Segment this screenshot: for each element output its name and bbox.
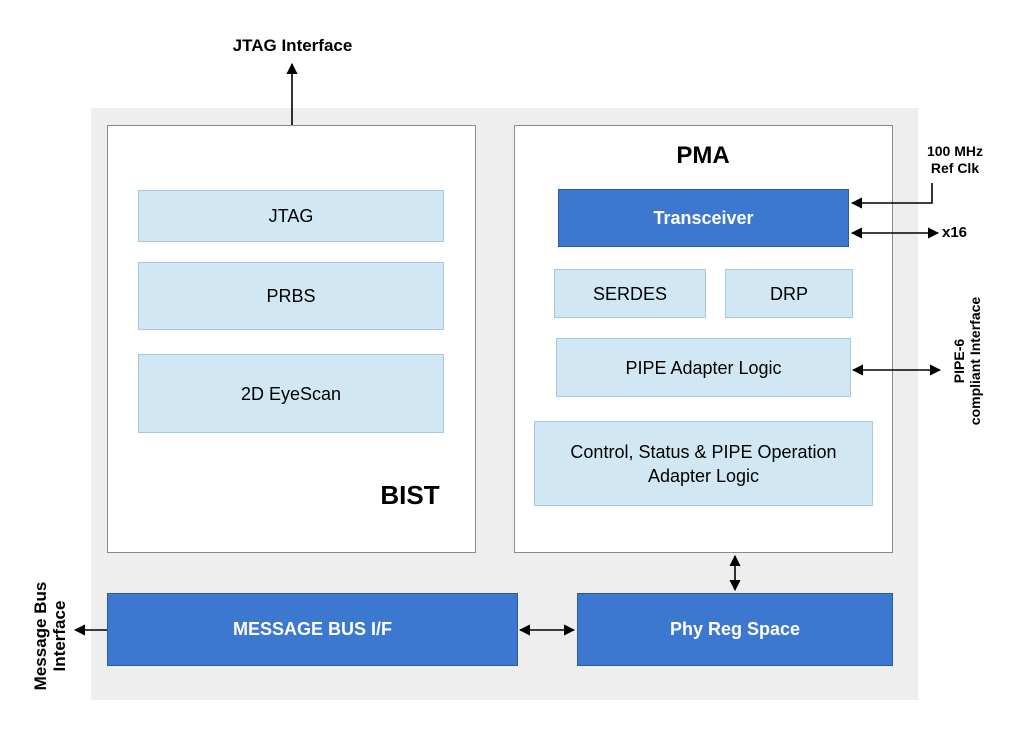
control-status-label-line2: Adapter Logic: [647, 465, 760, 486]
x16-label: x16: [942, 224, 968, 241]
ref-clk-label-line1: 100 MHz: [926, 143, 984, 159]
control-status-block: Control, Status & PIPE Operation Adapter…: [534, 421, 873, 506]
drp-block: DRP: [725, 269, 853, 318]
prbs-block-label: PRBS: [266, 286, 316, 306]
pipe6-interface-label: PIPE-6 compliant Interface: [951, 297, 983, 425]
bist-title: BIST: [380, 480, 440, 510]
msgbus-label-line1: Message Bus: [31, 581, 50, 691]
pipe-adapter-block: PIPE Adapter Logic: [556, 338, 851, 397]
phy-reg-space-block: Phy Reg Space: [577, 593, 893, 666]
control-status-label-line1: Control, Status & PIPE Operation: [570, 441, 837, 462]
phy-reg-space-label: Phy Reg Space: [669, 619, 801, 639]
transceiver-label: Transceiver: [653, 207, 754, 228]
ref-clk-label-line2: Ref Clk: [930, 160, 980, 176]
ref-clk-arrow: [850, 183, 933, 209]
pma-title: PMA: [676, 142, 730, 169]
eyescan-block: 2D EyeScan: [138, 354, 444, 433]
pipe-adapter-label: PIPE Adapter Logic: [625, 357, 782, 378]
ref-clk-label: 100 MHz Ref Clk: [915, 143, 995, 177]
pipe6-label-line1: PIPE-6: [951, 338, 967, 384]
jtag-block-label: JTAG: [268, 206, 314, 226]
prbs-block: PRBS: [138, 262, 444, 330]
msgbus-label-line2: Interface: [50, 600, 69, 672]
message-bus-interface-label: Message Bus Interface: [31, 582, 69, 691]
transceiver-block: Transceiver: [558, 189, 849, 247]
eyescan-block-label: 2D EyeScan: [240, 383, 342, 404]
serdes-label: SERDES: [592, 283, 668, 304]
message-bus-if-label: MESSAGE BUS I/F: [232, 619, 393, 639]
jtag-block: JTAG: [138, 190, 444, 242]
message-bus-if-block: MESSAGE BUS I/F: [107, 593, 518, 666]
jtag-interface-label: JTAG Interface: [232, 36, 353, 55]
drp-label: DRP: [769, 283, 808, 304]
pipe6-label-line2: compliant Interface: [967, 296, 983, 426]
serdes-block: SERDES: [554, 269, 706, 318]
